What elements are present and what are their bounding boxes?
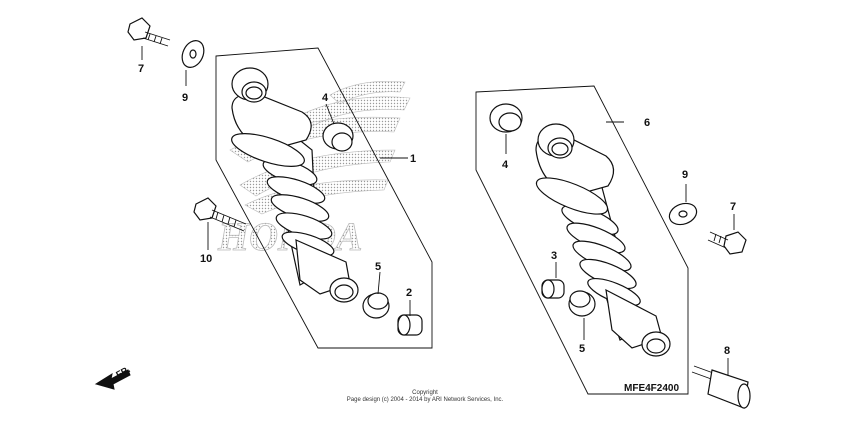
callout-9-left: 9 <box>182 92 188 104</box>
callout-9-right: 9 <box>682 169 688 181</box>
stud-bolt-8 <box>691 365 751 409</box>
right-bolt-7 <box>707 231 747 255</box>
left-assembly-frame <box>215 47 433 349</box>
left-shock-absorber <box>231 67 359 303</box>
left-washer-9 <box>181 40 205 68</box>
callout-4-left: 4 <box>322 92 329 104</box>
callout-10: 10 <box>200 253 212 265</box>
right-collar-4 <box>489 103 523 133</box>
front-direction-label: FR. <box>114 364 131 380</box>
left-bushing-5 <box>362 292 390 319</box>
left-collar-4 <box>322 122 354 152</box>
right-collar-3 <box>541 279 565 299</box>
front-arrow-icon <box>94 369 131 390</box>
front-direction-arrow: FR. <box>94 364 132 390</box>
left-bolt-7 <box>127 17 171 47</box>
copyright-line-2: Page design (c) 2004 - 2014 by ARI Netwo… <box>347 397 504 403</box>
copyright-line-1: Copyright <box>412 390 438 396</box>
right-spring <box>561 204 641 307</box>
right-washer-9 <box>668 202 698 226</box>
callout-6: 6 <box>644 117 650 129</box>
right-shock-absorber <box>535 123 671 357</box>
leader-lines <box>141 46 735 376</box>
right-assembly-frame <box>475 85 689 395</box>
callout-3: 3 <box>551 250 557 262</box>
callout-5-right: 5 <box>579 343 585 355</box>
left-collar-2 <box>397 314 423 336</box>
callout-5-left: 5 <box>375 261 381 273</box>
callout-7-left: 7 <box>138 63 144 75</box>
bolt-10 <box>193 197 247 232</box>
right-bushing-5 <box>568 290 596 317</box>
left-spring <box>262 158 335 257</box>
callout-4-right: 4 <box>502 159 509 171</box>
drawing-code: MFE4F2400 <box>624 383 679 394</box>
callout-1: 1 <box>410 153 416 165</box>
callout-2: 2 <box>406 287 412 299</box>
callout-8: 8 <box>724 345 730 357</box>
callout-7-right: 7 <box>730 201 736 213</box>
